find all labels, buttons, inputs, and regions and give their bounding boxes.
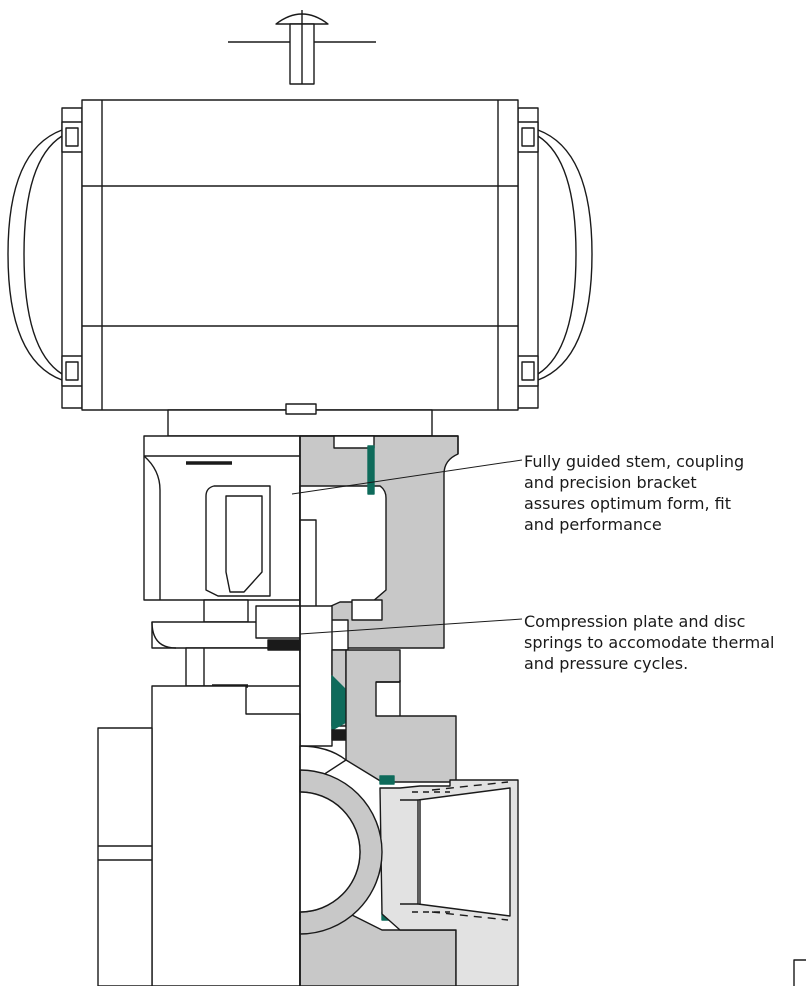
callout-stem-coupling-bracket: Fully guided stem, coupling and precisio… [524, 452, 745, 534]
stem [299, 519, 317, 621]
corner-mark [793, 959, 806, 986]
actuator-right-end-cap [517, 107, 593, 409]
stem-seal [367, 445, 375, 495]
end-connector [97, 727, 153, 986]
leader-line-2 [299, 618, 523, 635]
leader-line-1 [291, 459, 523, 495]
end-connector-section [379, 779, 519, 986]
valve-body-exterior [97, 685, 301, 986]
stem-assembly [255, 519, 347, 747]
right-bottom-bolt [517, 355, 539, 387]
position-indicator [228, 10, 376, 85]
right-top-bolt [517, 121, 539, 153]
disc-springs [267, 639, 301, 651]
callout-compression-plate: Compression plate and disc springs to ac… [524, 612, 775, 673]
left-top-bolt [61, 121, 83, 153]
actuator-left-end-cap [7, 107, 83, 409]
actuator-mounting-flange [167, 403, 433, 437]
left-bottom-bolt [61, 355, 83, 387]
actuator-body [81, 99, 519, 411]
